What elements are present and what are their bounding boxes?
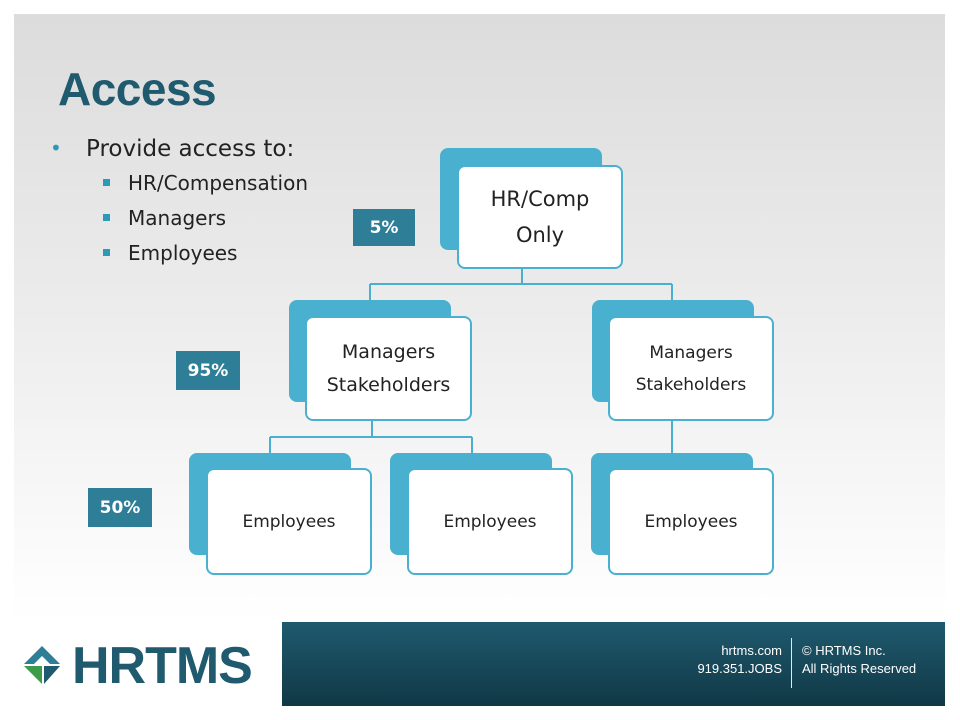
- bullet-sub-hr: HR/Compensation: [50, 168, 308, 203]
- org-node-managers-line1: Managers: [649, 342, 733, 363]
- bullet-sub-label: HR/Compensation: [128, 171, 309, 195]
- footer-copyright: © HRTMS Inc.: [802, 643, 886, 658]
- bullet-sub-employees: Employees: [50, 238, 308, 273]
- page-title: Access: [58, 63, 217, 115]
- org-node-managers-line2: Stakeholders: [635, 374, 747, 395]
- org-node-root-line2: Only: [515, 223, 565, 247]
- hrtms-logo-icon: [24, 646, 60, 684]
- footer-bar: [282, 622, 945, 706]
- percent-badge-middle: 95%: [176, 351, 240, 390]
- hrtms-logo: HRTMS: [20, 637, 253, 695]
- bullet-sub-label: Employees: [128, 241, 238, 265]
- percent-badge-bottom: 50%: [88, 488, 152, 527]
- footer-contact: hrtms.com 919.351.JOBS: [697, 642, 782, 678]
- footer-website[interactable]: hrtms.com: [721, 643, 782, 658]
- org-node-employees-label: Employees: [407, 468, 573, 575]
- bullet-list: • Provide access to: HR/Compensation Man…: [50, 136, 308, 273]
- slide-background: [14, 14, 945, 706]
- org-node-employees-label: Employees: [206, 468, 372, 575]
- footer-phone: 919.351.JOBS: [697, 661, 782, 676]
- bullet-sub-label: Managers: [128, 206, 227, 230]
- footer-rights: All Rights Reserved: [802, 661, 917, 676]
- bullet-main: • Provide access to:: [50, 136, 308, 168]
- square-bullet-icon: [103, 179, 110, 186]
- bullet-sub-managers: Managers: [50, 203, 308, 238]
- hrtms-logo-text: HRTMS: [72, 637, 253, 695]
- footer-divider: [791, 638, 792, 688]
- percent-badge-top: 5%: [353, 209, 415, 246]
- org-node-managers-line2: Stakeholders: [326, 373, 451, 396]
- org-node-managers-line1: Managers: [341, 340, 436, 363]
- footer: HRTMS hrtms.com 919.351.JOBS © HRTMS Inc…: [0, 614, 960, 720]
- bullet-dot-icon: •: [50, 136, 62, 160]
- square-bullet-icon: [103, 249, 110, 256]
- bullet-main-label: Provide access to:: [86, 136, 295, 162]
- org-node-employees-label: Employees: [608, 468, 774, 575]
- org-node-root-line1: HR/Comp: [490, 187, 590, 211]
- footer-copyright-block: © HRTMS Inc. All Rights Reserved: [802, 642, 916, 678]
- square-bullet-icon: [103, 214, 110, 221]
